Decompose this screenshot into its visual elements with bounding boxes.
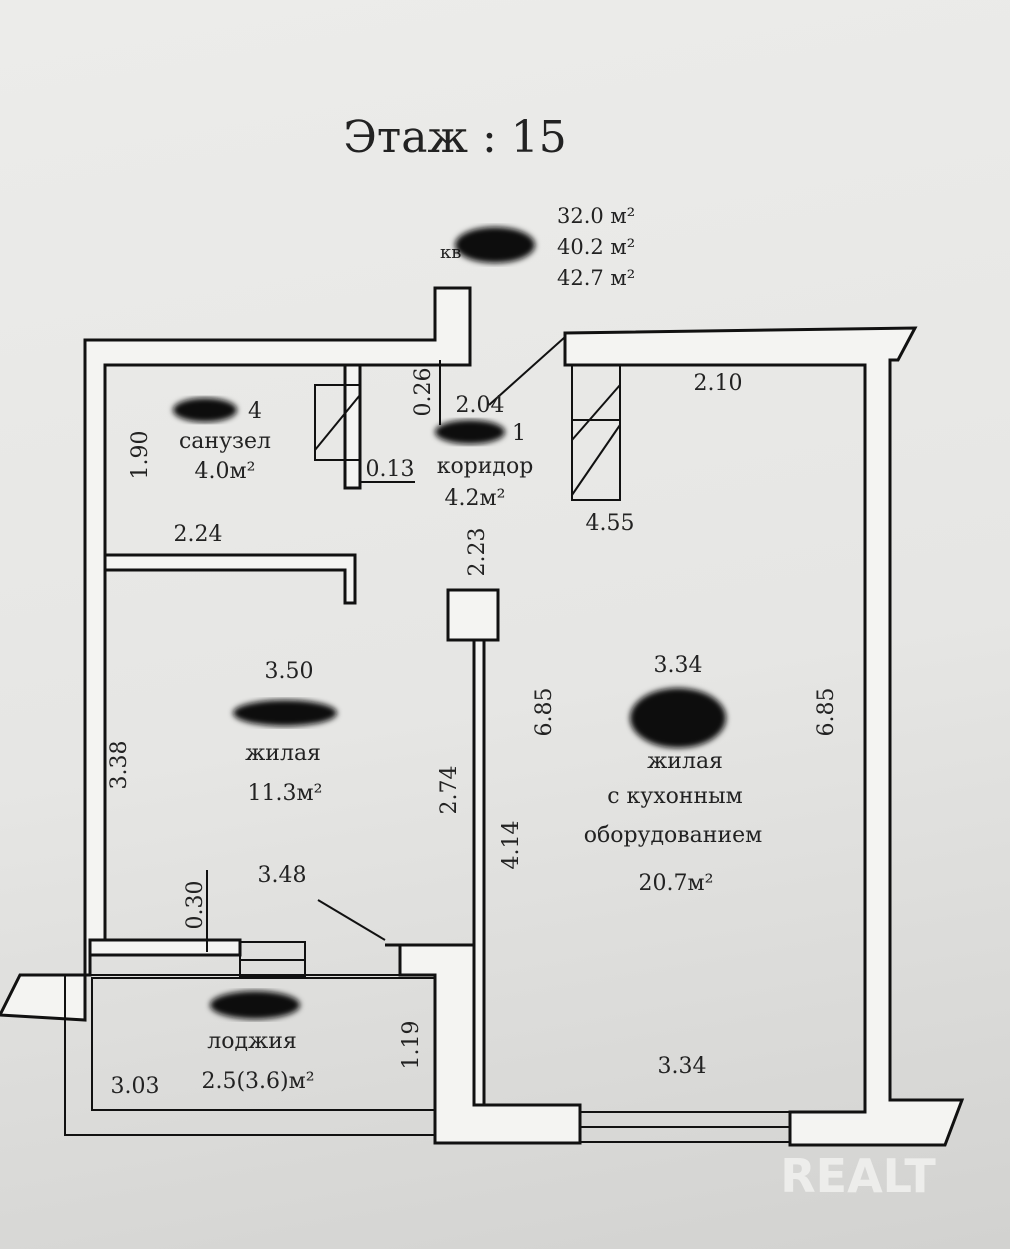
dim: 2.04	[456, 393, 505, 418]
redaction	[233, 700, 337, 726]
corridor-number: 1	[512, 421, 526, 446]
redaction	[435, 420, 505, 444]
living-area-total: 32.0 м²	[557, 204, 635, 228]
dim: 3.34	[654, 653, 703, 678]
loggia-area: 2.5(3.6)м²	[201, 1069, 314, 1094]
dim: 3.48	[258, 863, 307, 888]
corridor-name: коридор	[437, 454, 534, 479]
living-area: 20.7м²	[639, 871, 714, 896]
dim: 4.55	[586, 511, 635, 536]
redaction	[455, 227, 535, 263]
dim: 3.34	[658, 1054, 707, 1079]
dim: 2.24	[174, 522, 223, 547]
dim: 3.03	[111, 1074, 160, 1099]
dim: 1.90	[128, 431, 153, 480]
redaction	[630, 688, 726, 748]
bathroom-number: 4	[248, 399, 262, 424]
dimensions: 1.90 0.26 2.04 2.10 0.13 2.24 4.55 2.23 …	[107, 368, 839, 1099]
total-area-with-loggia: 42.7 м²	[557, 266, 635, 290]
dim: 3.50	[265, 659, 314, 684]
bathroom-area: 4.0м²	[195, 459, 256, 484]
redaction	[210, 991, 300, 1019]
dim: 1.19	[399, 1021, 424, 1070]
dim: 2.10	[694, 371, 743, 396]
loggia-name: лоджия	[207, 1029, 297, 1054]
corridor-area: 4.2м²	[445, 486, 506, 511]
living-name-2: с кухонным	[607, 784, 743, 809]
realt-watermark-logo: REALT	[780, 1149, 936, 1203]
dim: 0.26	[411, 368, 436, 417]
bedroom-area: 11.3м²	[248, 781, 323, 806]
redaction	[173, 398, 237, 422]
total-area: 40.2 м²	[557, 235, 635, 259]
floor-title: Этаж : 15	[343, 112, 567, 163]
bedroom-name: жилая	[245, 741, 321, 766]
dim: 6.85	[532, 688, 557, 737]
dim: 0.13	[366, 457, 415, 482]
walls	[0, 286, 965, 1147]
dim: 2.74	[437, 766, 462, 815]
dim: 0.30	[183, 881, 208, 930]
living-name-3: оборудованием	[584, 823, 763, 848]
bathroom-name: санузел	[179, 429, 271, 454]
living-name: жилая	[647, 749, 723, 774]
dim: 4.14	[499, 821, 524, 870]
dim: 2.23	[465, 528, 490, 577]
dim: 3.38	[107, 741, 132, 790]
dim: 6.85	[814, 688, 839, 737]
